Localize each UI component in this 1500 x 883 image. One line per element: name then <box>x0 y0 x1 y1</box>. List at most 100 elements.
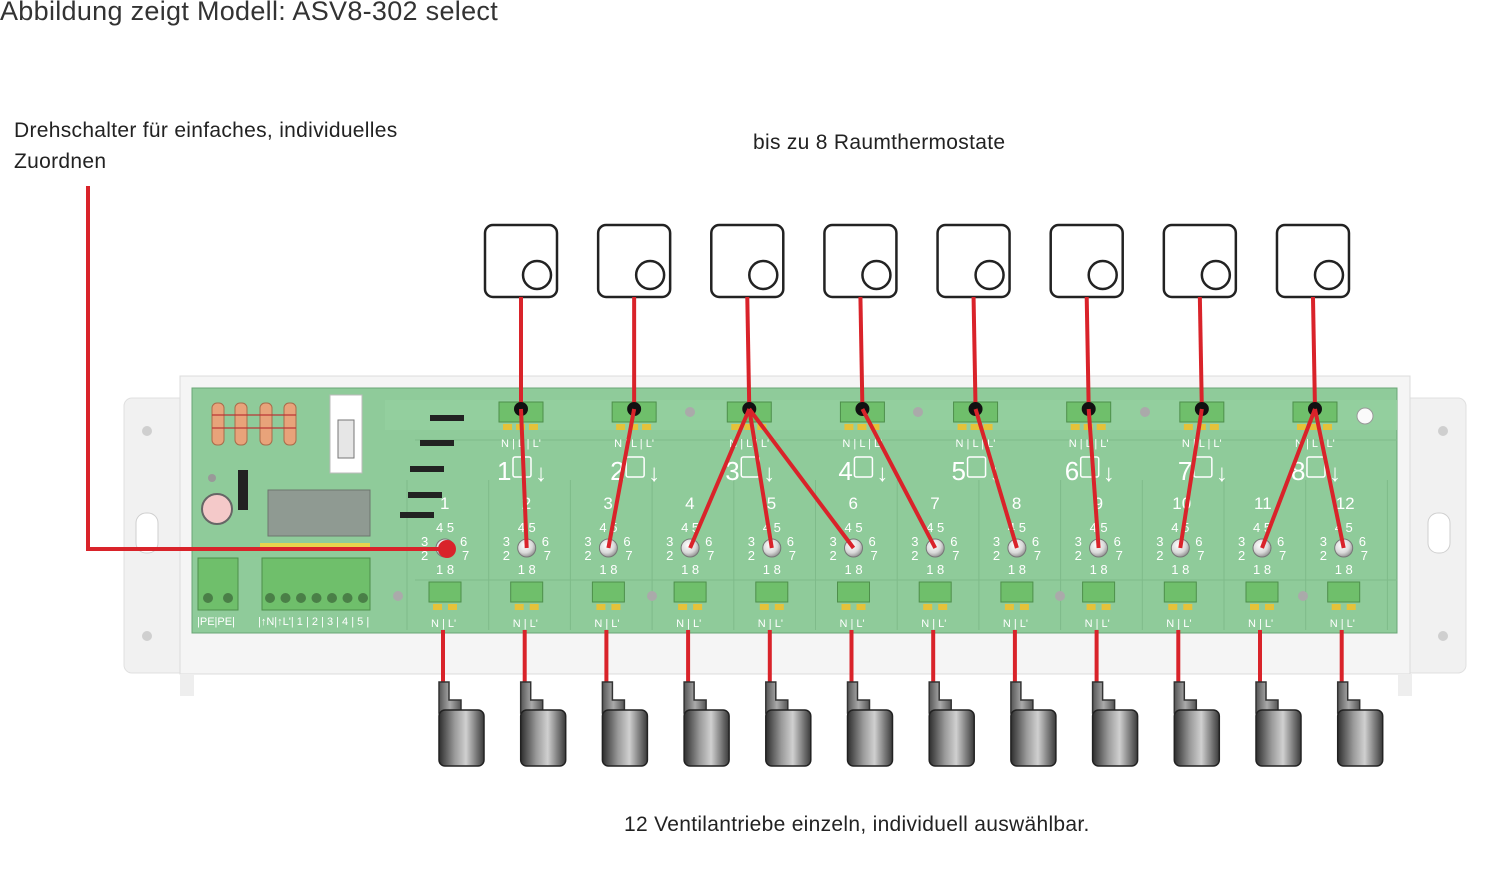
thermostat-dial-icon <box>861 259 892 291</box>
dial-scale-number: 6 <box>869 534 876 549</box>
actuator-body <box>683 709 730 767</box>
dial-scale-number: 6 <box>1195 534 1202 549</box>
dial-scale-number: 7 <box>544 548 551 563</box>
valve-terminal-label: N | L' <box>1166 618 1191 630</box>
valve-terminal-label: N | L' <box>594 618 619 630</box>
valve-terminal-block <box>428 581 462 603</box>
valve-terminal-block <box>1245 581 1279 603</box>
terminal-screw <box>514 604 524 610</box>
zone-number: 5 <box>952 456 966 486</box>
valve-terminal-label: N | L' <box>921 618 946 630</box>
terminal-screw <box>957 424 967 430</box>
dial-scale-number: 2 <box>830 548 837 563</box>
pe-terminal-label: |PE|PE| <box>197 616 235 628</box>
power-supply-section: |PE|PE| |↑N|↑L'| 1 | 2 | 3 | 4 | 5 | <box>197 394 1374 628</box>
dial-scale-number: 1 8 <box>1090 562 1108 577</box>
assignment-wire <box>973 408 1019 549</box>
dial-scale-number: 6 <box>1114 534 1121 549</box>
assignment-wire <box>747 408 774 549</box>
valve-terminal-block <box>837 581 870 603</box>
valve-terminal-block <box>673 581 707 603</box>
arrow-down-icon: ↓ <box>648 460 660 487</box>
valve-terminal-label: N | L' <box>431 618 456 630</box>
assignment-wire <box>860 408 937 549</box>
terminal-hole <box>280 593 291 603</box>
terminal-screw <box>1331 604 1341 610</box>
terminal-screw <box>731 424 741 430</box>
zone-number: 1 <box>497 456 511 486</box>
resistors <box>211 402 297 446</box>
dial-scale-number: 7 <box>1034 548 1041 563</box>
valve-terminal-block <box>591 581 625 603</box>
terminal-screw <box>1096 424 1106 430</box>
dial-scale-number: 7 <box>707 548 714 563</box>
terminal-screw <box>1296 424 1306 430</box>
thermostat-terminal-label: N | L | L' <box>842 438 882 450</box>
arrow-down-icon: ↓ <box>1216 460 1228 487</box>
terminal-screw <box>642 424 652 430</box>
dial-scale-number: 7 <box>1361 548 1368 563</box>
thermostat-wire <box>1197 296 1204 410</box>
dial-scale-number: 4 5 <box>436 520 454 535</box>
assignment-wire <box>1178 408 1204 549</box>
terminal-screw <box>503 424 512 430</box>
terminal-screw <box>1209 424 1219 430</box>
dial-scale-number: 7 <box>789 548 796 563</box>
assignment-wire <box>519 408 529 549</box>
valve-terminal-label: N | L' <box>1330 618 1355 630</box>
actuator-head <box>1173 681 1198 714</box>
dial-scale-number: 4 5 <box>681 520 699 535</box>
dial-scale-number: 3 <box>993 534 1000 549</box>
channel-number: 4 <box>685 494 694 513</box>
dial-scale-number: 1 8 <box>1171 562 1189 577</box>
terminal-screw <box>857 424 867 430</box>
actuator-body <box>1091 709 1139 767</box>
valve-actuator <box>928 681 975 767</box>
terminal-screw <box>529 424 538 430</box>
terminal-screw <box>529 604 539 610</box>
valve-terminal-block <box>510 581 544 603</box>
arrow-down-icon: ↓ <box>1329 460 1341 487</box>
actuator-body <box>438 709 485 767</box>
actuator-head <box>1255 681 1279 714</box>
terminal-screw <box>1322 424 1332 430</box>
input-terminal-label: |↑N|↑L'| 1 | 2 | 3 | 4 | 5 | <box>258 616 369 628</box>
channel-number: 1 <box>440 494 449 513</box>
valve-terminal-label: N | L' <box>840 618 865 630</box>
dial-scale-number: 1 8 <box>1008 562 1026 577</box>
dial-scale-number: 7 <box>1279 548 1286 563</box>
actuator-body <box>1010 709 1057 767</box>
assignment-wire <box>1260 408 1317 549</box>
dial-scale-number: 3 <box>584 534 591 549</box>
room-thermostat <box>1049 223 1124 299</box>
actuator-body <box>846 709 894 767</box>
dial-scale-number: 6 <box>1032 534 1039 549</box>
dial-scale-number: 3 <box>1156 534 1163 549</box>
actuator-head <box>928 681 952 714</box>
actuator-head <box>438 681 462 714</box>
terminal-hole <box>311 593 322 603</box>
dial-scale-number: 6 <box>950 534 957 549</box>
terminal-screw <box>970 424 980 430</box>
thermostat-wire <box>971 296 978 410</box>
dial-scale-number: 3 <box>748 534 755 549</box>
valve-terminal-block <box>918 581 952 603</box>
actuator-head <box>1010 681 1034 714</box>
channel-number: 6 <box>849 494 858 513</box>
valve-actuator <box>846 681 894 767</box>
valve-terminal-label: N | L' <box>676 618 701 630</box>
terminal-screw <box>1101 604 1111 610</box>
terminal-screw <box>1196 424 1206 430</box>
thermostat-wire <box>1084 296 1091 410</box>
valve-actuator <box>765 681 812 767</box>
thermostats-label: bis zu 8 Raumthermostate <box>753 131 1006 154</box>
terminal-screw <box>693 604 703 610</box>
terminal-screw <box>1019 604 1029 610</box>
valve-terminal-block <box>1327 581 1361 603</box>
channel-number: 9 <box>1094 494 1103 513</box>
valve-actuator <box>683 681 730 767</box>
terminal-screw <box>870 424 880 430</box>
terminal-screw <box>923 604 933 610</box>
actuator-body <box>765 709 812 767</box>
dial-scale-number: 7 <box>1116 548 1123 563</box>
